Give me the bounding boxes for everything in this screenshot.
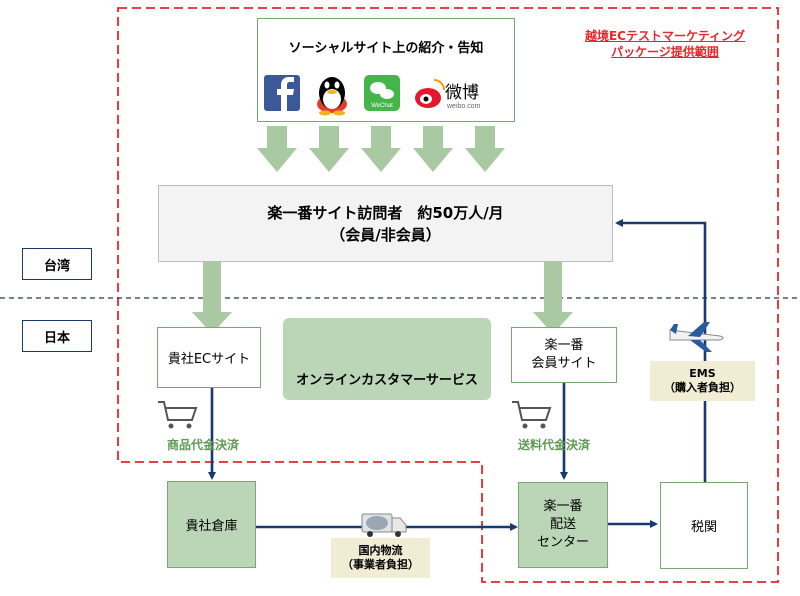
qq-icon — [317, 77, 347, 116]
green-arrow — [257, 126, 297, 172]
package-scope-line2: パッケージ提供範囲 — [611, 45, 719, 59]
delivery-line3: センター — [536, 535, 589, 550]
weibo-sub: weibo.com — [446, 103, 481, 110]
customer-service-box: オンラインカスタマーサービス — [283, 318, 491, 400]
facebook-icon — [264, 75, 300, 111]
package-scope-title: 越境ECテストマーケティング パッケージ提供範囲 — [560, 28, 770, 60]
delivery-line2: 配送 — [549, 517, 576, 532]
japan-label: 日本 — [43, 330, 70, 346]
delivery-line1: 楽一番 — [543, 499, 583, 514]
customs-to-visitors-line — [615, 219, 707, 482]
wechat-label: WeChat — [371, 103, 393, 109]
shopping-cart-icon — [158, 401, 198, 429]
weibo-text: 微博 — [445, 83, 479, 103]
package-scope-boundary — [117, 7, 779, 583]
visitors-line2: （会員/非会員） — [330, 225, 441, 244]
customs-box: 税関 — [660, 482, 748, 569]
airplane-icon — [669, 322, 724, 352]
weibo-icon: 微博 weibo.com — [415, 79, 481, 110]
site-visitors-box: 楽一番サイト訪問者 約50万人/月 （会員/非会員） — [158, 185, 613, 262]
domestic-line2: （事業者負担） — [342, 558, 419, 571]
visitors-line1: 楽一番サイト訪問者 約50万人/月 — [267, 203, 504, 222]
product-payment-label: 商品代金決済 — [167, 438, 240, 452]
ec-site-label: 貴社ECサイト — [167, 352, 251, 367]
package-scope-line1: 越境ECテストマーケティング — [584, 29, 746, 43]
shopping-cart-icon — [512, 401, 552, 429]
member-site-line1: 楽一番 — [544, 338, 584, 353]
green-arrow — [361, 126, 401, 172]
green-arrow — [465, 126, 505, 172]
customer-service-label: オンラインカスタマーサービス — [296, 373, 478, 388]
domestic-logistics-badge: 国内物流 （事業者負担） — [331, 538, 430, 578]
social-to-visitors-arrows — [257, 126, 505, 172]
shipping-payment-label: 送料代金決済 — [518, 438, 591, 452]
truck-icon — [361, 513, 407, 537]
domestic-line1: 国内物流 — [358, 544, 403, 557]
ems-badge: EMS （購入者負担） — [650, 361, 755, 401]
delivery-center-box: 楽一番 配送 センター — [518, 482, 608, 568]
rakuichiban-member-site-box: 楽一番 会員サイト — [511, 327, 617, 383]
green-arrow — [309, 126, 349, 172]
company-warehouse-box: 貴社倉庫 — [167, 481, 256, 568]
wechat-icon: WeChat — [364, 75, 400, 111]
social-sites-title: ソーシャルサイト上の紹介・告知 — [288, 41, 484, 56]
visitors-to-ec-arrow — [192, 262, 232, 334]
member-site-line2: 会員サイト — [531, 356, 597, 371]
visitors-to-member-arrow — [533, 262, 573, 334]
taiwan-label: 台湾 — [43, 258, 70, 274]
customs-label: 税関 — [690, 520, 717, 535]
ems-line1: EMS — [689, 367, 716, 380]
region-label-taiwan: 台湾 — [22, 248, 92, 280]
company-ec-site-box: 貴社ECサイト — [157, 327, 261, 388]
warehouse-label: 貴社倉庫 — [185, 519, 238, 534]
ems-line2: （購入者負担） — [664, 381, 741, 394]
social-sites-box: ソーシャルサイト上の紹介・告知 — [257, 18, 515, 122]
green-arrow — [413, 126, 453, 172]
region-label-japan: 日本 — [22, 320, 92, 352]
